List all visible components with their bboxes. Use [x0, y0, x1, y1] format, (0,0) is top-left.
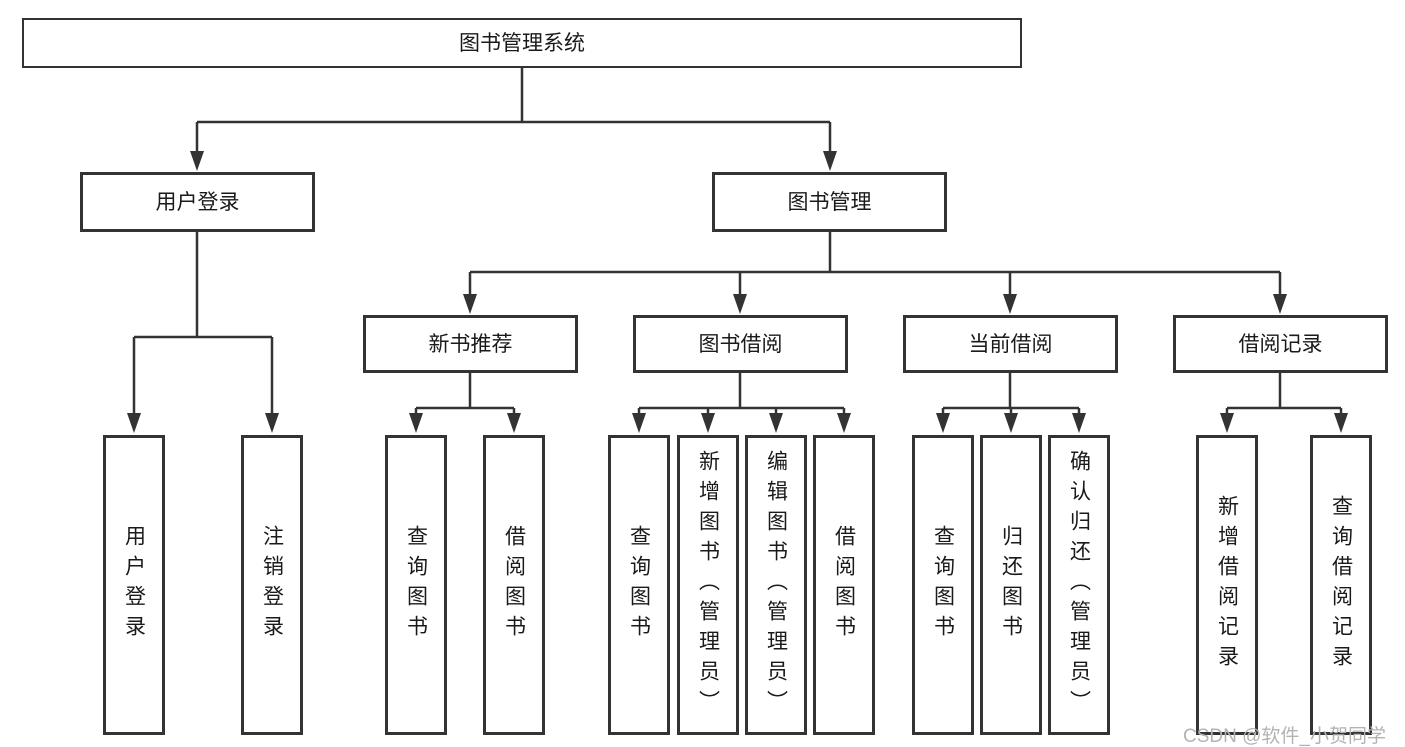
- leaf-user-login-label: 用户登录: [122, 525, 146, 645]
- node-new-book-recommend-label: 新书推荐: [428, 332, 513, 356]
- leaf-borrow-query-books: 查询图书: [608, 435, 670, 735]
- leaf-borrow-query-books-label: 查询图书: [627, 525, 651, 645]
- leaf-borrow-borrow-books: 借阅图书: [813, 435, 875, 735]
- leaf-current-confirm-return-admin: 确认归还（管理员）: [1048, 435, 1110, 735]
- leaf-borrow-add-books-admin: 新增图书（管理员）: [677, 435, 739, 735]
- leaf-borrow-borrow-books-label: 借阅图书: [832, 525, 856, 645]
- node-borrow-records: 借阅记录: [1173, 315, 1388, 373]
- node-root-label: 图书管理系统: [459, 31, 585, 55]
- node-borrow-records-label: 借阅记录: [1238, 332, 1323, 356]
- node-user-login: 用户登录: [80, 172, 315, 232]
- leaf-logout: 注销登录: [241, 435, 303, 735]
- leaf-records-add-record-label: 新增借阅记录: [1215, 495, 1239, 675]
- leaf-borrow-edit-books-admin-label: 编辑图书（管理员）: [764, 450, 788, 720]
- leaf-recommend-borrow-books: 借阅图书: [483, 435, 545, 735]
- leaf-records-add-record: 新增借阅记录: [1196, 435, 1258, 735]
- node-root: 图书管理系统: [22, 18, 1022, 68]
- leaf-recommend-query-books: 查询图书: [385, 435, 447, 735]
- node-new-book-recommend: 新书推荐: [363, 315, 578, 373]
- leaf-current-query-books: 查询图书: [912, 435, 974, 735]
- leaf-current-confirm-return-admin-label: 确认归还（管理员）: [1067, 450, 1091, 720]
- leaf-records-query-record: 查询借阅记录: [1310, 435, 1372, 735]
- leaf-records-query-record-label: 查询借阅记录: [1329, 495, 1353, 675]
- node-book-borrow: 图书借阅: [633, 315, 848, 373]
- node-current-borrow: 当前借阅: [903, 315, 1118, 373]
- leaf-current-return-books-label: 归还图书: [999, 525, 1023, 645]
- leaf-current-return-books: 归还图书: [980, 435, 1042, 735]
- leaf-recommend-borrow-books-label: 借阅图书: [502, 525, 526, 645]
- leaf-logout-label: 注销登录: [260, 525, 284, 645]
- csdn-watermark: CSDN @软件_小贺同学: [1183, 726, 1386, 747]
- leaf-borrow-edit-books-admin: 编辑图书（管理员）: [745, 435, 807, 735]
- leaf-user-login: 用户登录: [103, 435, 165, 735]
- node-book-management-label: 图书管理: [787, 190, 872, 214]
- leaf-recommend-query-books-label: 查询图书: [404, 525, 428, 645]
- leaf-current-query-books-label: 查询图书: [931, 525, 955, 645]
- node-current-borrow-label: 当前借阅: [968, 332, 1053, 356]
- leaf-borrow-add-books-admin-label: 新增图书（管理员）: [696, 450, 720, 720]
- node-book-management: 图书管理: [712, 172, 947, 232]
- node-book-borrow-label: 图书借阅: [698, 332, 783, 356]
- node-user-login-label: 用户登录: [155, 190, 240, 214]
